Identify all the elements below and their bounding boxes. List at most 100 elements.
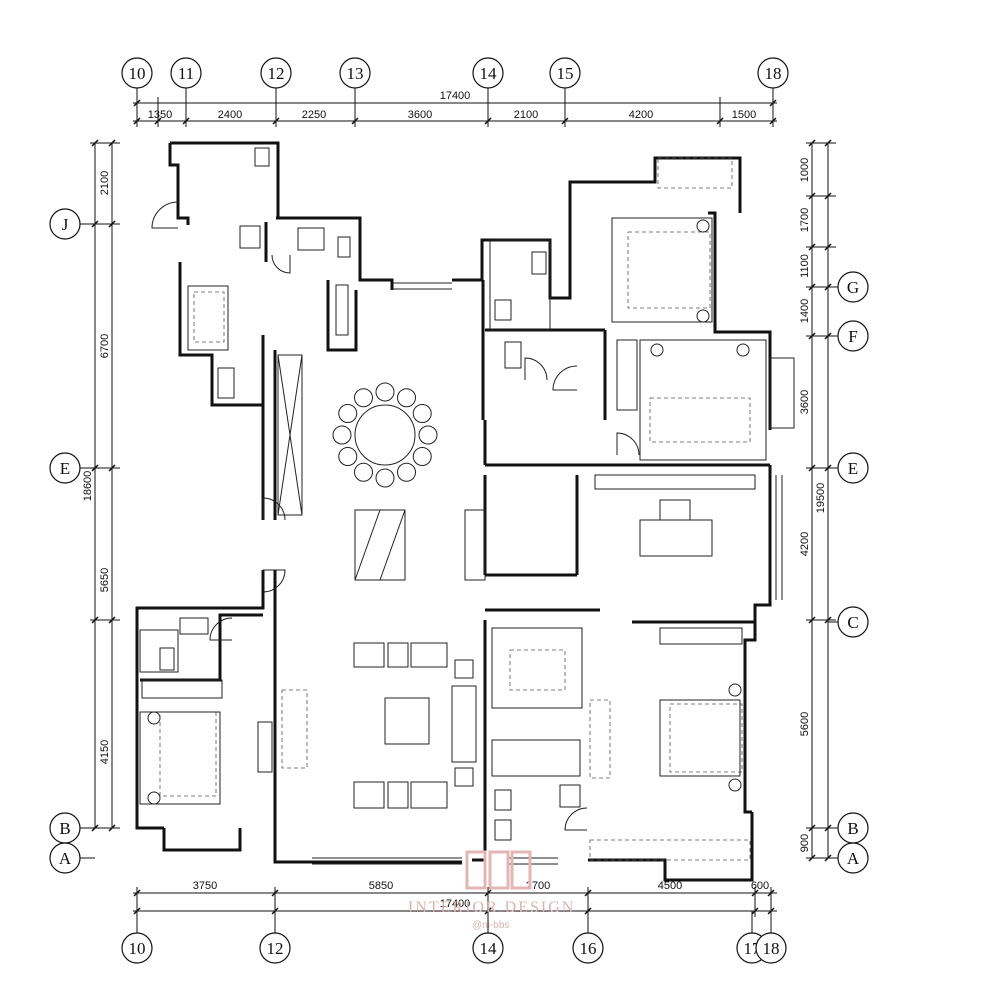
left-dim-label: 5650 — [99, 568, 111, 592]
right-dim-label: 1100 — [799, 254, 811, 278]
grid-bubble-right-G-circle — [837, 271, 869, 303]
toilet-ne-2 — [504, 341, 522, 369]
stair-line — [379, 509, 406, 581]
dim-tick — [561, 117, 569, 125]
right-dim-label: 4200 — [799, 532, 811, 556]
grid-bubble-top-18: 18 — [765, 64, 782, 83]
grid-bubble-top-12: 12 — [268, 64, 285, 83]
bed-se — [659, 699, 741, 777]
bottom-dim-label: 2700 — [526, 880, 550, 892]
lamp — [736, 343, 750, 357]
bay-window — [769, 357, 795, 429]
grid-bubble-bottom-14: 14 — [480, 939, 498, 958]
grid-bubble-bottom-16: 16 — [580, 939, 597, 958]
dim-tick — [751, 889, 759, 897]
toilet-nw — [217, 367, 235, 399]
dining-chair — [354, 462, 373, 482]
basin-sw — [179, 617, 209, 635]
top-dim-label: 3600 — [408, 109, 432, 121]
dining-chair — [397, 388, 416, 408]
armchair — [353, 781, 385, 809]
grid-bubble-right-F-circle — [837, 320, 869, 352]
grid-bubble-bottom-14-circle — [472, 932, 504, 964]
dim-tick — [808, 283, 816, 291]
armchair — [387, 781, 409, 809]
grid-bubble-top-10-circle — [121, 57, 153, 89]
ceiling-dashed-lines — [159, 157, 751, 861]
armchair — [353, 642, 385, 668]
bed-nw — [187, 285, 229, 351]
dining-chair — [338, 404, 358, 423]
wall-segment — [178, 262, 263, 407]
interior-lines — [151, 201, 783, 865]
armchair — [387, 642, 409, 668]
lamp — [696, 219, 710, 233]
top-dim-label: 4200 — [629, 109, 653, 121]
bedroom-door-arc — [616, 432, 640, 456]
wall-segment — [168, 143, 190, 225]
dim-tick — [484, 889, 492, 897]
wall-segment — [708, 211, 772, 430]
basin — [254, 147, 270, 167]
dim-tick — [808, 616, 816, 624]
dining-chair — [332, 425, 352, 445]
watermark-logo — [465, 850, 487, 890]
bed-nw-dash — [193, 291, 225, 343]
sofa — [451, 685, 477, 763]
bed-e-dash — [649, 397, 751, 443]
grid-bubble-bottom-16-circle — [572, 932, 604, 964]
dining-chair — [412, 447, 432, 466]
wardrobe-e — [616, 339, 638, 411]
stair-line — [354, 509, 381, 581]
left-dim-label: 2100 — [99, 171, 111, 195]
grid-bubble-top-11: 11 — [178, 64, 194, 83]
wall-segment — [472, 620, 487, 862]
dining-chair — [375, 468, 395, 488]
wall-segment — [276, 216, 394, 290]
grid-bubble-right-F: F — [848, 327, 857, 346]
toilet-ne — [531, 251, 547, 275]
bath-door-arc-3 — [564, 807, 588, 831]
left-dim-label: 6700 — [99, 334, 111, 358]
bedroom-e — [639, 339, 767, 461]
wardrobe-line — [277, 354, 303, 516]
wall-segment — [162, 828, 242, 852]
master-bed-ne-dash — [627, 231, 711, 309]
dim-tick — [154, 117, 162, 125]
grid-bubble-left-E: E — [60, 459, 70, 478]
watermark: INTERIOR DESIGN @ni-bbs — [408, 850, 573, 931]
grid-bubble-right-E-circle — [837, 452, 869, 484]
wardrobe — [277, 354, 303, 516]
walls — [135, 141, 772, 882]
dim-tick — [133, 117, 141, 125]
basin-ne — [494, 299, 512, 321]
ceiling-dash — [589, 699, 611, 779]
top-dim-label: 2400 — [218, 109, 242, 121]
dim-tick — [824, 192, 832, 200]
wall-segment — [135, 570, 265, 830]
bed-se-dash — [669, 703, 743, 773]
grid-bubble-top-18-circle — [757, 57, 789, 89]
right-dim-label: 1400 — [799, 299, 811, 323]
dim-tick — [808, 464, 816, 472]
dim-tick — [808, 139, 816, 147]
bath-door-arc — [209, 617, 233, 641]
dining-chair — [375, 382, 395, 402]
bath-sw — [139, 629, 179, 673]
shelf — [594, 474, 756, 490]
dim-tick — [808, 824, 816, 832]
dim-tick — [808, 332, 816, 340]
dim-tick — [108, 139, 116, 147]
armchair — [410, 642, 448, 668]
dim-tick — [108, 464, 116, 472]
bottom-dim-label: 5850 — [369, 880, 393, 892]
dim-tick — [808, 192, 816, 200]
grid-bubble-bottom-18: 18 — [763, 939, 780, 958]
bath-door-arc-2 — [552, 365, 578, 391]
wall-segment — [140, 613, 263, 682]
grid-bubble-left-A: A — [59, 849, 72, 868]
grid-bubble-right-B: B — [847, 819, 858, 838]
toilet-sw — [159, 647, 175, 671]
bottom-dim-label: 4500 — [658, 880, 682, 892]
grid-bubble-left-E-circle — [49, 452, 81, 484]
